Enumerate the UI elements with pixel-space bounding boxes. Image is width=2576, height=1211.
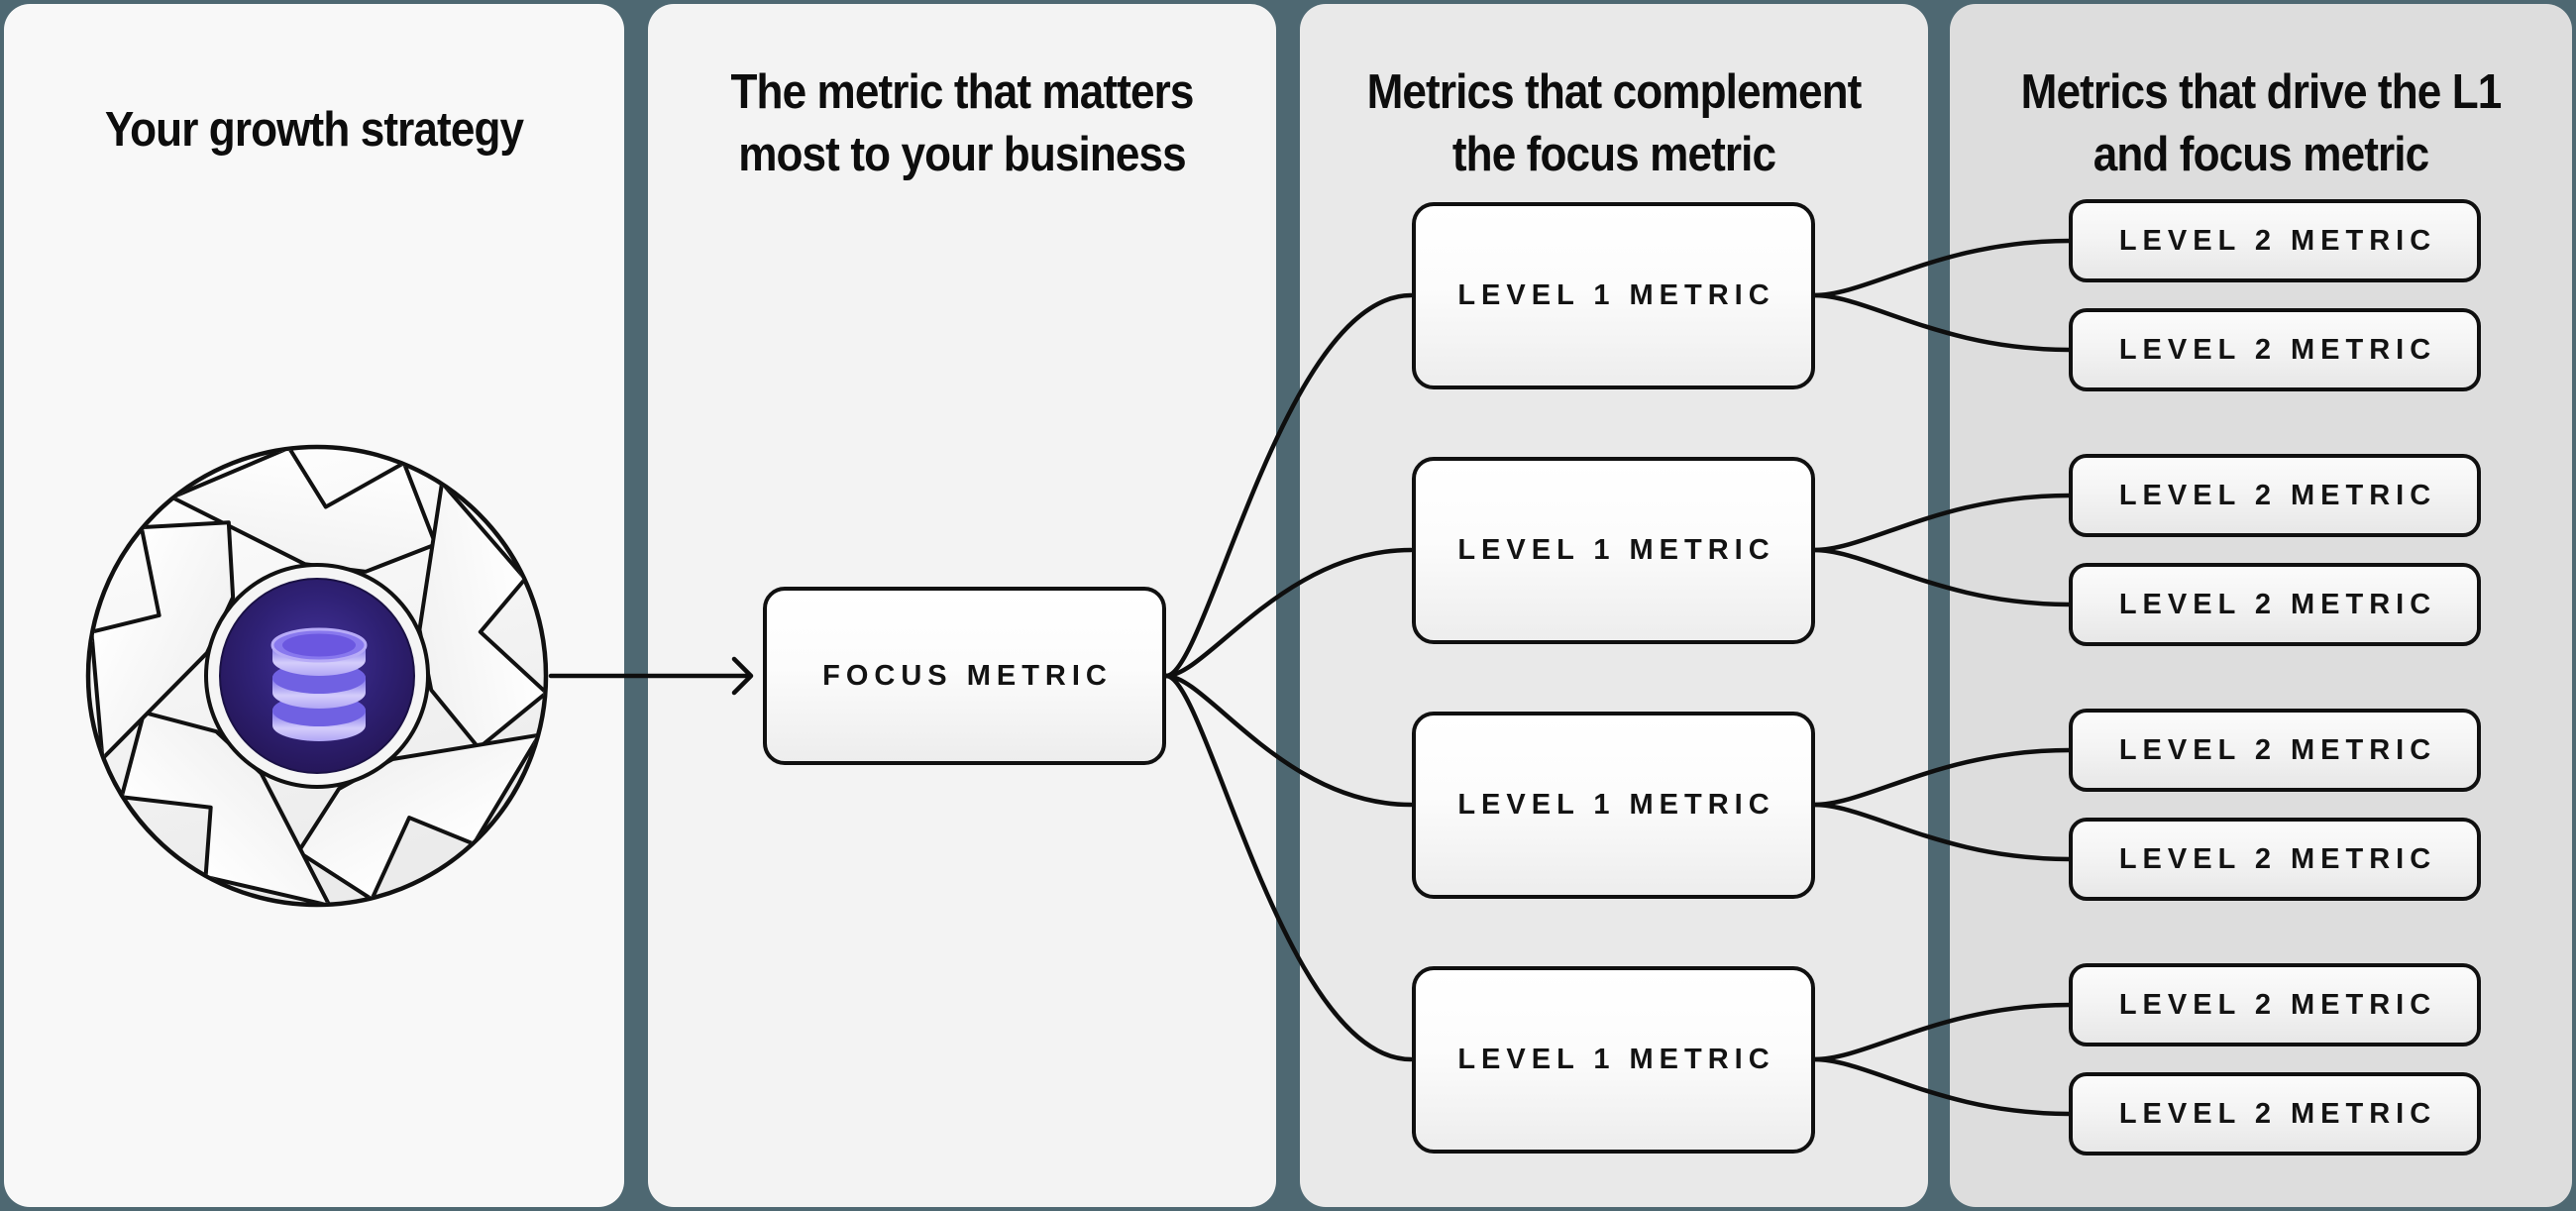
level2-metric-box-1: LEVEL 2 METRIC [2069,199,2481,282]
level2-metric-label: LEVEL 2 METRIC [2118,842,2437,875]
panel-title-level1-metrics: Metrics that complement the focus metric [1332,4,1897,185]
title-line: Your growth strategy [104,103,524,157]
title-line: Metrics that drive the L1 [2020,65,2503,119]
level1-metric-box-2: LEVEL 1 METRIC [1412,457,1815,644]
level2-metric-label: LEVEL 2 METRIC [2118,479,2437,511]
level2-metric-box-8: LEVEL 2 METRIC [2069,1072,2481,1156]
level2-metric-box-2: LEVEL 2 METRIC [2069,308,2481,391]
level2-metric-box-5: LEVEL 2 METRIC [2069,709,2481,792]
title-line: and focus metric [2093,127,2429,181]
focus-metric-box: FOCUS METRIC [763,587,1166,765]
title-line: Metrics that complement [1366,65,1863,119]
level2-metric-label: LEVEL 2 METRIC [2118,1097,2437,1130]
level2-metric-box-7: LEVEL 2 METRIC [2069,963,2481,1046]
title-line: The metric that matters [730,65,1195,119]
panel-title-level2-metrics: Metrics that drive the L1 and focus metr… [1981,4,2540,185]
level2-metric-box-3: LEVEL 2 METRIC [2069,454,2481,537]
level2-metric-label: LEVEL 2 METRIC [2118,988,2437,1021]
level2-metric-label: LEVEL 2 METRIC [2118,588,2437,620]
level1-metric-label: LEVEL 1 METRIC [1457,279,1775,311]
panel-growth-strategy: Your growth strategy [4,4,624,1207]
focus-metric-label: FOCUS METRIC [822,659,1113,692]
level1-metric-box-4: LEVEL 1 METRIC [1412,966,1815,1154]
level2-metric-label: LEVEL 2 METRIC [2118,224,2437,257]
level2-metric-label: LEVEL 2 METRIC [2118,733,2437,766]
panel-title-focus-metric: The metric that matters most to your bus… [680,4,1245,185]
level2-metric-label: LEVEL 2 METRIC [2118,333,2437,366]
level2-metric-box-4: LEVEL 2 METRIC [2069,563,2481,646]
title-line: the focus metric [1451,127,1776,181]
panel-title-growth-strategy: Your growth strategy [35,4,592,162]
title-line: most to your business [738,127,1186,181]
level1-metric-label: LEVEL 1 METRIC [1457,789,1775,821]
level2-metric-box-6: LEVEL 2 METRIC [2069,818,2481,901]
level1-metric-label: LEVEL 1 METRIC [1457,1044,1775,1075]
level1-metric-box-1: LEVEL 1 METRIC [1412,202,1815,389]
level1-metric-label: LEVEL 1 METRIC [1457,534,1775,566]
level1-metric-box-3: LEVEL 1 METRIC [1412,712,1815,899]
